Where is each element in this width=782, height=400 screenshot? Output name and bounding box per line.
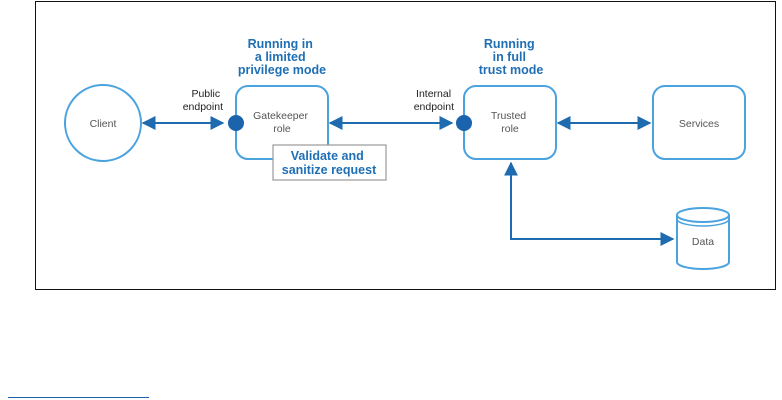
validate-callout-label: Validate and sanitize request bbox=[282, 149, 377, 177]
client-node bbox=[64, 84, 142, 162]
validate-callout-box bbox=[272, 144, 387, 181]
client-label: Client bbox=[90, 118, 117, 130]
public-endpoint-dot bbox=[228, 115, 244, 131]
data-label: Data bbox=[692, 236, 714, 248]
internal-endpoint-label: Internal endpoint bbox=[414, 88, 454, 113]
services-label: Services bbox=[679, 118, 719, 130]
public-endpoint-label: Public endpoint bbox=[183, 88, 223, 113]
internal-endpoint-dot bbox=[456, 115, 472, 131]
gatekeeper-role-label: Gatekeeper role bbox=[253, 110, 311, 135]
trusted-role-label: Trusted role bbox=[491, 110, 529, 135]
limited-privilege-mode-heading: Running in a limited privilege mode bbox=[238, 37, 326, 77]
full-trust-mode-heading: Running in full trust mode bbox=[479, 37, 544, 77]
services-node bbox=[652, 85, 746, 160]
footer-rule bbox=[8, 397, 149, 398]
data-store-node bbox=[676, 207, 730, 270]
arrow-trusted-data bbox=[504, 161, 675, 246]
diagram-frame bbox=[35, 1, 776, 290]
